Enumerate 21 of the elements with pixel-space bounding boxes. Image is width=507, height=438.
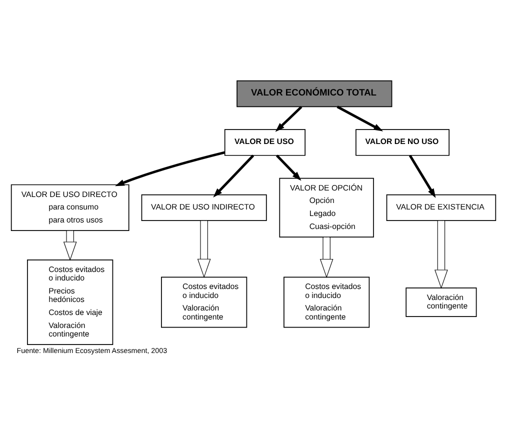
arrow <box>213 154 254 197</box>
node-box: Costos evitados o inducido Valoración contingente <box>161 276 248 328</box>
node-box: Costos evitados o inducido Valoración contingente <box>284 276 370 328</box>
arrow <box>197 220 211 278</box>
node-box: Costos evitados o inducido Precios hedónicos Costos de viaje Valoración contingente <box>27 259 114 344</box>
node-box: VALOR DE EXISTENCIA <box>386 194 496 220</box>
node-box: VALOR DE USO DIRECTO para consumo para otros usos <box>10 184 130 231</box>
node-box: VALOR DE USO <box>224 128 306 156</box>
arrow <box>320 236 334 278</box>
arrow <box>276 154 302 180</box>
node-box: VALOR DE USO INDIRECTO <box>141 194 267 220</box>
node-box: VALOR DE NO USO <box>356 128 450 156</box>
node-box: Valoración contingente <box>406 287 477 316</box>
arrow <box>275 106 302 132</box>
arrow <box>434 220 448 288</box>
node-box: VALOR ECONÓMICO TOTAL <box>236 80 392 107</box>
arrow <box>408 154 436 198</box>
arrow <box>63 230 77 260</box>
arrow <box>336 105 384 131</box>
arrow <box>115 150 226 186</box>
node-box: VALOR DE OPCIÓN Opción Legado Cuasi-opción <box>279 177 374 237</box>
